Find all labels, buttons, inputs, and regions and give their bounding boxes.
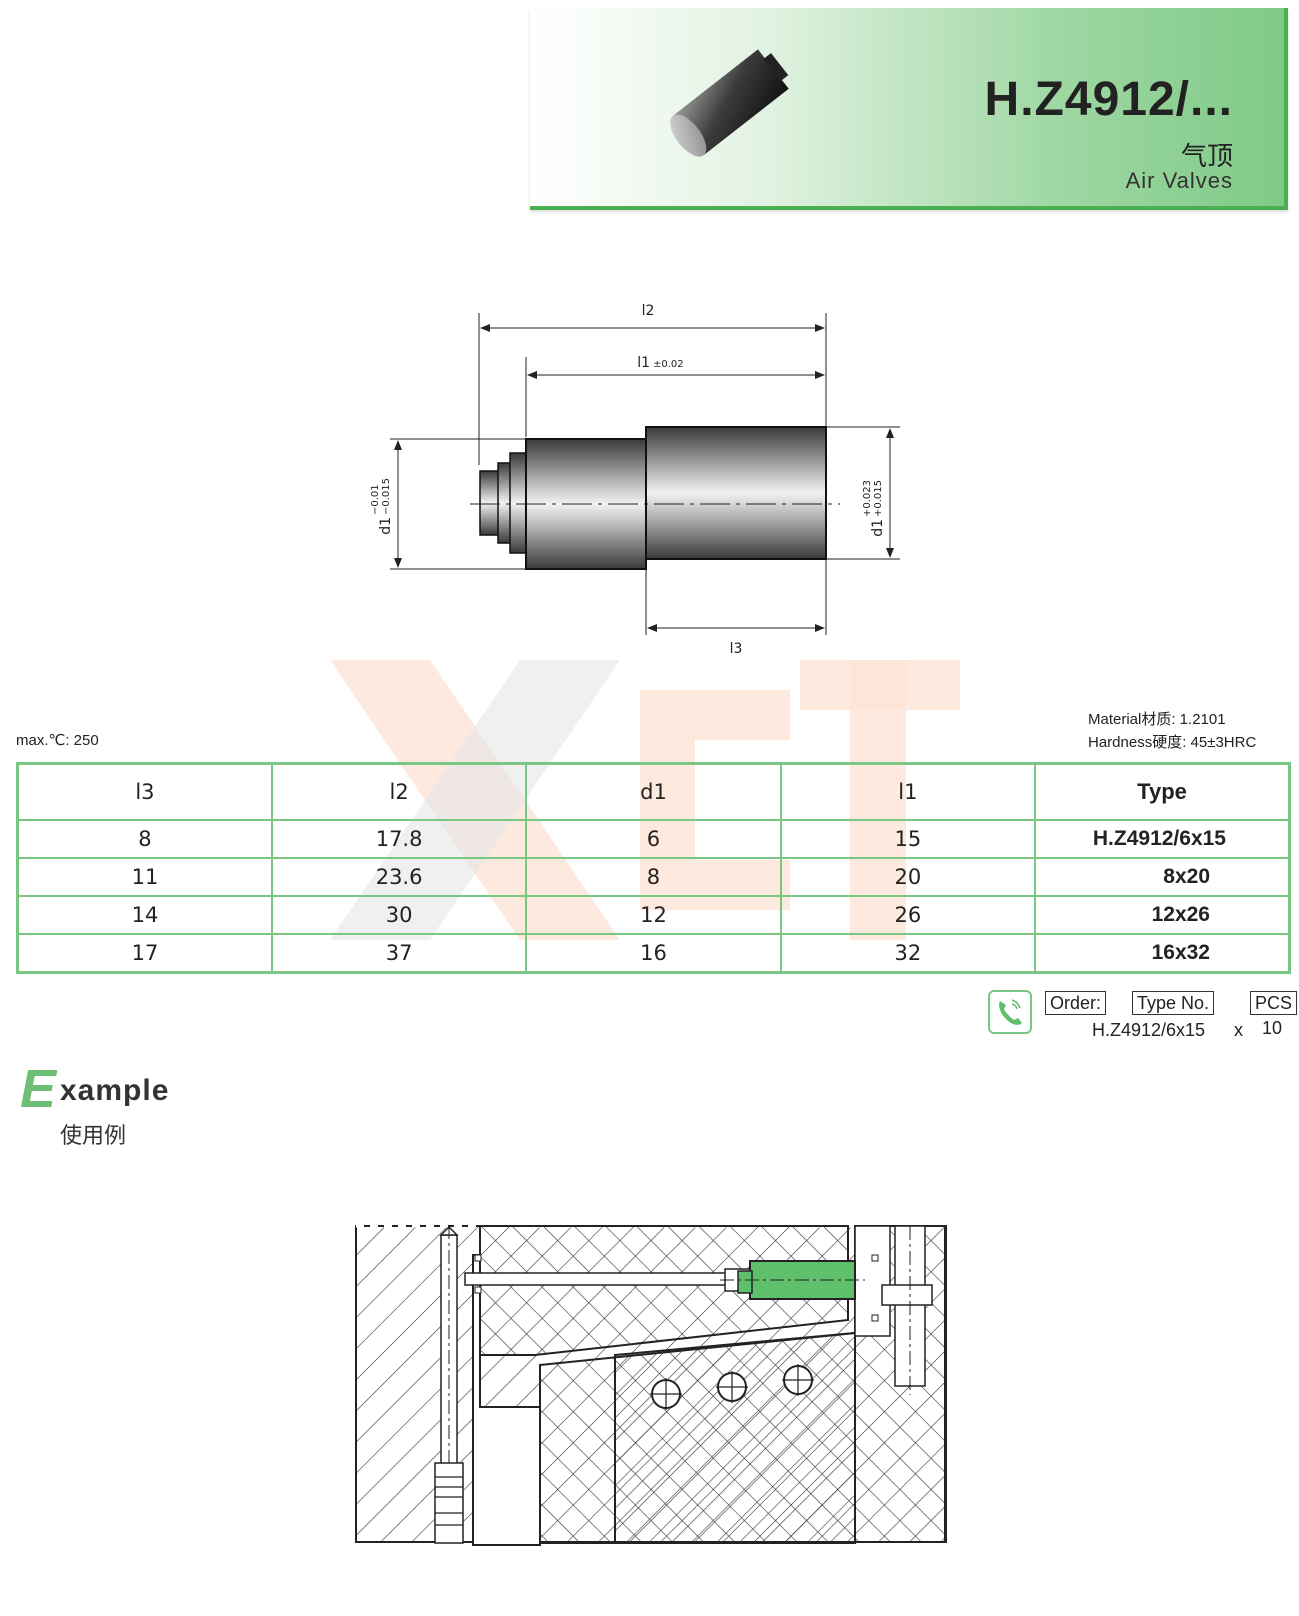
cell-type: 8x20 <box>1034 857 1291 897</box>
pcs-label: PCS <box>1250 991 1298 1015</box>
dim-d1-left-label: d1 <box>378 517 394 535</box>
product-image <box>670 49 789 157</box>
cell-l2: 30 <box>270 895 528 935</box>
dim-d1-left-tol-lower: −0.015 <box>381 478 392 515</box>
header-l3: l3 <box>16 762 273 821</box>
cell-l3: 8 <box>16 819 273 859</box>
cell-type: H.Z4912/6x15 <box>1034 819 1291 859</box>
cell-d1: 12 <box>525 895 782 935</box>
example-heading: xample <box>60 1074 170 1107</box>
header-d1: d1 <box>525 762 782 821</box>
product-title: H.Z4912/... <box>984 73 1233 126</box>
cell-l2: 37 <box>270 933 528 974</box>
cell-d1: 8 <box>525 857 782 897</box>
cell-l3: 11 <box>16 857 273 897</box>
material-spec: Material材质: 1.2101 <box>1088 711 1226 728</box>
table-row: 14 30 12 26 12x26 <box>16 895 1291 935</box>
order-type-value: H.Z4912/6x15 <box>1092 1020 1206 1040</box>
cell-l2: 23.6 <box>270 857 528 897</box>
header-banner <box>530 8 1288 210</box>
dim-l1-tolerance: ±0.02 <box>653 359 684 370</box>
table-row: 11 23.6 8 20 8x20 <box>16 857 1291 897</box>
hardness-spec: Hardness硬度: 45±3HRC <box>1088 734 1257 751</box>
cell-type: 12x26 <box>1034 895 1291 935</box>
phone-icon <box>988 990 1032 1034</box>
cell-d1: 6 <box>525 819 782 859</box>
order-pcs-value: 10 <box>1262 1018 1283 1038</box>
table-header-row: l3 l2 d1 l1 Type <box>16 762 1291 821</box>
header-l1: l1 <box>779 762 1037 821</box>
table-row: 8 17.8 6 15 H.Z4912/6x15 <box>16 819 1291 859</box>
order-label: Order: <box>1045 991 1107 1015</box>
example-heading-cn: 使用例 <box>60 1124 127 1149</box>
cell-l3: 17 <box>16 933 273 974</box>
example-initial: E <box>20 1059 57 1119</box>
header-type: Type <box>1034 762 1291 821</box>
cell-l1: 26 <box>779 895 1037 935</box>
dim-d1-left-tol-upper: −0.01 <box>370 484 381 515</box>
cell-l1: 20 <box>779 857 1037 897</box>
dim-l1-label: l1 <box>637 355 650 371</box>
dim-l3-label: l3 <box>730 641 743 657</box>
dim-d1-right-tol-lower: +0.015 <box>873 480 884 517</box>
cell-l2: 17.8 <box>270 819 528 859</box>
cell-d1: 16 <box>525 933 782 974</box>
example-assembly-drawing <box>355 1225 947 1546</box>
cell-l1: 15 <box>779 819 1037 859</box>
dim-l2-label: l2 <box>642 303 655 319</box>
product-subtitle-cn: 气顶 <box>1180 142 1233 172</box>
product-subtitle-en: Air Valves <box>1125 168 1233 193</box>
cell-l1: 32 <box>779 933 1037 974</box>
max-temperature: max.℃: 250 <box>16 732 99 749</box>
type-no-label: Type No. <box>1132 991 1215 1015</box>
dim-d1-right-tol-upper: +0.023 <box>862 480 873 517</box>
header-l2: l2 <box>270 762 528 821</box>
spec-table: l3 l2 d1 l1 Type 8 17.8 6 15 H.Z4912/6x1… <box>16 762 1291 974</box>
technical-drawing: l2 l1 ±0.02 l3 d1 −0.01 −0.015 d1 +0.023… <box>370 303 900 657</box>
cell-l3: 14 <box>16 895 273 935</box>
table-row: 17 37 16 32 16x32 <box>16 933 1291 974</box>
dim-d1-right-label: d1 <box>870 519 886 537</box>
order-times: x <box>1234 1020 1243 1040</box>
cell-type: 16x32 <box>1034 933 1291 974</box>
